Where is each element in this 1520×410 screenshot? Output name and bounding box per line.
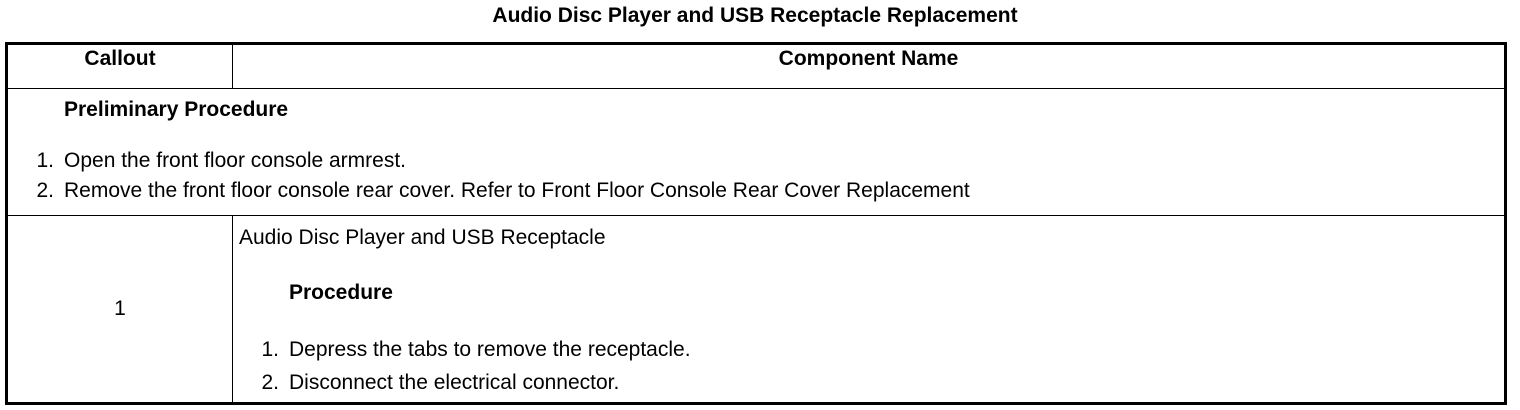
step-text: Depress the tabs to remove the receptacl… (289, 338, 691, 361)
list-item: 2. Remove the front floor console rear c… (8, 176, 1504, 206)
step-number: 1. (36, 149, 54, 172)
list-item: 2. Disconnect the electrical connector. (239, 366, 1504, 399)
step-text: Open the front floor console armrest. (64, 149, 406, 172)
step-text: Remove the front floor console rear cove… (64, 179, 970, 202)
procedure-heading: Procedure (289, 281, 393, 304)
component-table: Callout Component Name Preliminary Proce… (5, 42, 1507, 405)
list-item: 1. Depress the tabs to remove the recept… (239, 333, 1504, 366)
callout-column-header: Callout (6, 43, 233, 89)
procedure-steps-list: 1. Depress the tabs to remove the recept… (239, 333, 1504, 399)
preliminary-procedure-heading: Preliminary Procedure (64, 98, 289, 121)
component-name-column-header: Component Name (232, 43, 1506, 89)
step-number: 2. (261, 371, 279, 394)
step-number: 1. (261, 338, 279, 361)
table-header-row: Callout Component Name (6, 43, 1506, 89)
preliminary-steps-list: 1. Open the front floor console armrest.… (8, 146, 1504, 206)
table-row: 1 Audio Disc Player and USB Receptacle P… (6, 215, 1506, 404)
preliminary-procedure-row: Preliminary Procedure 1. Open the front … (6, 88, 1506, 216)
step-text: Disconnect the electrical connector. (289, 371, 620, 394)
step-number: 2. (36, 179, 54, 202)
list-item: 1. Open the front floor console armrest. (8, 146, 1504, 176)
document-title: Audio Disc Player and USB Receptacle Rep… (492, 4, 1018, 27)
preliminary-procedure-cell: Preliminary Procedure 1. Open the front … (6, 88, 1506, 216)
callout-number: 1 (6, 215, 233, 404)
component-name-cell: Audio Disc Player and USB Receptacle Pro… (232, 215, 1506, 404)
component-name: Audio Disc Player and USB Receptacle (239, 226, 606, 249)
